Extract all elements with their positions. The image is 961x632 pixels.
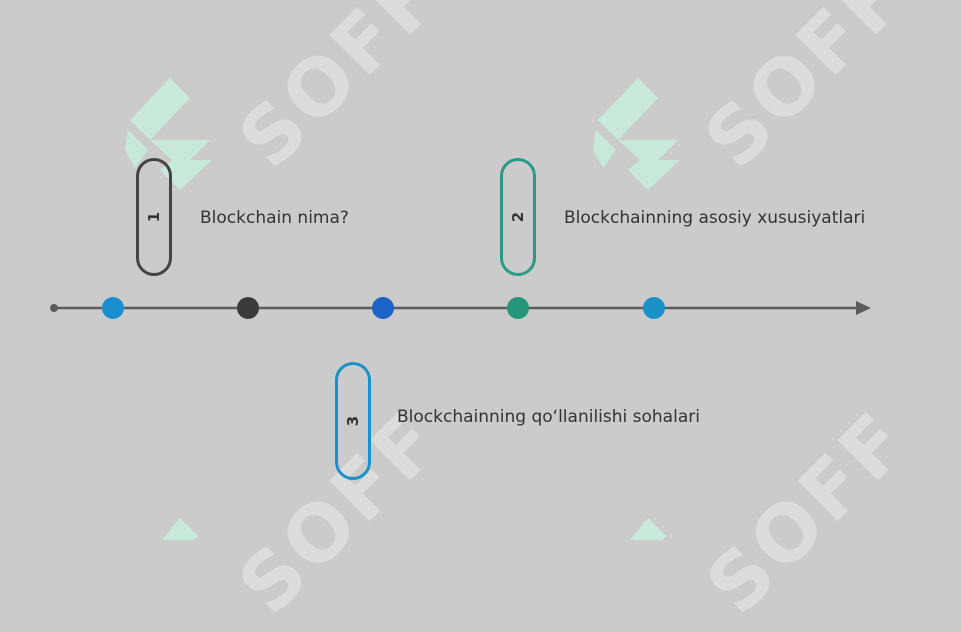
milestone-3-number: 3 xyxy=(344,415,362,427)
milestone-2-number: 2 xyxy=(509,211,527,223)
milestone-3-badge: 3 xyxy=(335,362,371,480)
milestone-1-title: Blockchain nima? xyxy=(200,208,349,228)
milestone-1-number: 1 xyxy=(145,211,163,223)
timeline-node xyxy=(372,297,394,319)
milestone-3-title: Blockchainning qo‘llanilishi sohalari xyxy=(397,407,700,427)
timeline-node xyxy=(643,297,665,319)
timeline-start-dot xyxy=(50,304,58,312)
milestone-1-badge: 1 xyxy=(136,158,172,276)
timeline-node xyxy=(507,297,529,319)
milestone-2-title: Blockchainning asosiy xususiyatlari xyxy=(564,208,866,228)
milestone-2-badge: 2 xyxy=(500,158,536,276)
timeline-node xyxy=(102,297,124,319)
timeline-node xyxy=(237,297,259,319)
timeline-diagram xyxy=(50,297,871,319)
timeline-arrow-head xyxy=(856,301,871,315)
